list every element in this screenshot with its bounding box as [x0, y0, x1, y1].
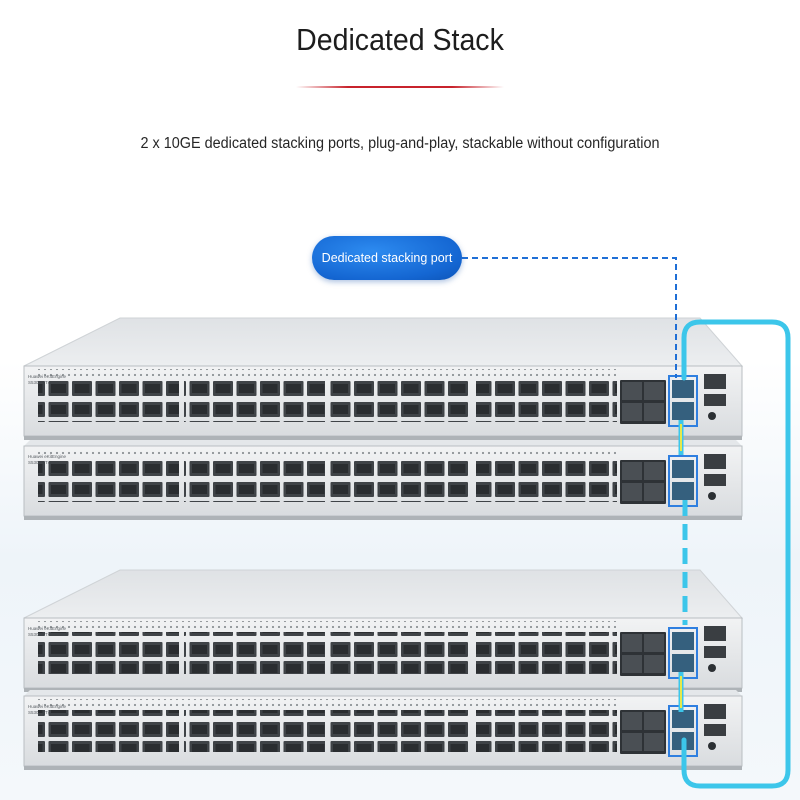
page-title: Dedicated Stack [296, 22, 504, 57]
sfp-cage [622, 462, 642, 480]
sfp-cage [622, 403, 642, 421]
console-port [704, 454, 726, 469]
stacking-port-upper [672, 380, 694, 398]
console-port [704, 626, 726, 641]
sfp-cage [644, 634, 664, 652]
rj45-port-block [38, 632, 179, 674]
sfp-cage [644, 712, 664, 730]
rj45-port-block [330, 632, 471, 674]
rj45-port-block [184, 460, 325, 502]
switch-bottom-edge [24, 436, 742, 440]
stacking-port-upper [672, 710, 694, 728]
stacking-port-upper [672, 460, 694, 478]
stacking-port-callout: Dedicated stacking port [312, 236, 462, 280]
switch-brand-label: Huawei eKitEngine [28, 626, 67, 631]
rj45-port-block [330, 380, 471, 422]
title-divider [296, 86, 504, 88]
reset-button [708, 742, 716, 750]
sfp-cage [622, 382, 642, 400]
rj45-port-block [184, 380, 325, 422]
stacking-port-lower [672, 654, 694, 672]
switch-1: Huawei eKitEngineS530-48T4X [23, 317, 744, 440]
switch-2: Huawei eKitEngineS530-48T4X [23, 440, 743, 520]
usb-port [704, 394, 726, 406]
switch-top-panel [23, 569, 744, 619]
usb-port [704, 724, 726, 736]
stacking-port-lower [672, 482, 694, 500]
rj45-port-block [38, 710, 179, 752]
usb-port [704, 646, 726, 658]
vent-strip [38, 699, 616, 706]
rj45-port-block [184, 632, 325, 674]
page-subtitle: 2 x 10GE dedicated stacking ports, plug-… [140, 135, 660, 152]
reset-button [708, 412, 716, 420]
switch-stack: Huawei eKitEngineS530-48T4XHuawei eKitEn… [23, 317, 744, 770]
switch-brand-label: Huawei eKitEngine [28, 374, 67, 379]
sfp-cage [644, 733, 664, 751]
usb-port [704, 474, 726, 486]
vent-strip [38, 369, 616, 376]
sfp-cage [622, 483, 642, 501]
rj45-port-block [38, 460, 179, 502]
rj45-port-block [476, 460, 617, 502]
rj45-port-block [330, 710, 471, 752]
switch-top-panel [24, 690, 742, 696]
sfp-cage [622, 655, 642, 673]
rj45-port-block [330, 460, 471, 502]
sfp-cage [622, 733, 642, 751]
reset-button [708, 492, 716, 500]
sfp-cage [644, 382, 664, 400]
vent-strip [38, 449, 616, 456]
reset-button [708, 664, 716, 672]
rj45-port-block [38, 380, 179, 422]
rj45-port-block [476, 380, 617, 422]
stacking-port-lower [672, 402, 694, 420]
sfp-cage [622, 712, 642, 730]
switch-3: Huawei eKitEngineS530-48T4X [23, 569, 744, 692]
stacking-port-upper [672, 632, 694, 650]
sfp-cage [644, 462, 664, 480]
vent-strip [38, 621, 616, 628]
sfp-cage [644, 655, 664, 673]
console-port [704, 374, 726, 389]
sfp-cage [644, 403, 664, 421]
rj45-port-block [476, 710, 617, 752]
switch-top-panel [24, 440, 742, 446]
switch-brand-label: Huawei eKitEngine [28, 704, 67, 709]
console-port [704, 704, 726, 719]
callout-leader-line [462, 257, 677, 378]
switch-4: Huawei eKitEngineS530-48T4X [23, 690, 743, 770]
rj45-port-block [476, 632, 617, 674]
rj45-port-block [184, 710, 325, 752]
switch-top-panel [23, 317, 744, 367]
stack-ring-cable [681, 319, 791, 789]
switch-bottom-edge [24, 766, 742, 770]
sfp-cage [644, 483, 664, 501]
sfp-cage [622, 634, 642, 652]
switch-bottom-edge [24, 516, 742, 520]
switch-brand-label: Huawei eKitEngine [28, 454, 67, 459]
